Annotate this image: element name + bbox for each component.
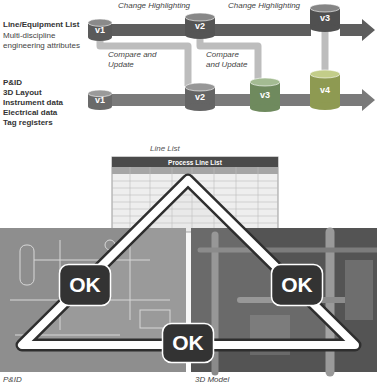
- version-label: v2: [195, 21, 205, 31]
- band-arrowhead: [340, 89, 375, 111]
- table-title: Process Line List: [112, 158, 278, 167]
- band-label: P&ID: [3, 78, 85, 88]
- version-label: v3: [260, 90, 270, 100]
- version-label: v1: [95, 95, 105, 105]
- cylinder-top: [185, 83, 215, 91]
- badge-body: [163, 324, 214, 363]
- cylinder-top: [185, 13, 215, 21]
- version-cylinder: v4: [310, 70, 340, 110]
- timeline-band: [214, 24, 311, 36]
- grid-line: [130, 167, 131, 232]
- band-label: Tag registers: [3, 118, 85, 128]
- cylinder-base: [310, 24, 340, 32]
- timeline-band: [214, 94, 251, 106]
- edge-label: Change Highlighting: [118, 1, 190, 11]
- table-header: [112, 157, 278, 167]
- image-caption: 3D Model: [195, 375, 229, 385]
- version-cylinder: v1: [88, 90, 112, 110]
- consistency-triangle: [22, 180, 355, 345]
- version-label: v4: [320, 85, 330, 95]
- band-arrowhead: [340, 19, 375, 41]
- version-cylinder: v3: [310, 4, 340, 32]
- status-label: OK: [281, 273, 313, 297]
- band-label: Instrument data: [3, 98, 85, 108]
- compare-pipe: [322, 30, 329, 73]
- compare-pipe: [100, 39, 188, 86]
- cylinder-base: [250, 104, 280, 112]
- status-label: OK: [172, 331, 204, 355]
- version-cylinder: v1: [88, 19, 112, 41]
- ok-badge: OK: [59, 264, 111, 306]
- compare-pipe: [200, 37, 258, 81]
- ok-badge: OK: [271, 264, 323, 306]
- cylinder-top: [310, 70, 340, 78]
- timeline-band: [111, 94, 186, 106]
- band-label: 3D Layout: [3, 88, 85, 98]
- equipment-3d: [345, 260, 373, 320]
- ok-badge: OK: [162, 323, 214, 363]
- band-label: Line/Equipment List: [3, 20, 87, 30]
- consistency-triangle: [22, 180, 355, 345]
- version-label: v1: [95, 25, 105, 35]
- version-cylinder: v2: [185, 13, 215, 39]
- version-cylinder: v2: [185, 83, 215, 111]
- version-label: v2: [195, 92, 205, 102]
- edge-label: Compare and Update: [206, 50, 252, 70]
- cylinder-body: [310, 74, 340, 106]
- cylinder-base: [185, 103, 215, 111]
- cylinder-top: [250, 78, 280, 86]
- grid-line: [258, 167, 259, 232]
- badge-body: [60, 265, 111, 306]
- status-label: OK: [69, 273, 101, 297]
- vessel-symbol: [20, 245, 34, 285]
- version-label: v3: [320, 13, 330, 23]
- cylinder-top: [310, 4, 340, 12]
- table-column-header: [112, 167, 278, 174]
- band-label: Electrical data: [3, 108, 85, 118]
- image-caption: Line List: [150, 144, 180, 154]
- timeline-band: [279, 94, 311, 106]
- edge-label: Compare and Update: [108, 50, 158, 70]
- image-caption: P&ID: [3, 375, 22, 385]
- band-label: Multi-discipline engineering attributes: [3, 31, 87, 51]
- cylinder-base: [185, 31, 215, 39]
- edge-label: Change Highlighting: [228, 1, 300, 11]
- cylinder-base: [310, 102, 340, 110]
- timeline-band: [111, 24, 186, 36]
- badge-body: [272, 265, 323, 306]
- version-cylinder: v3: [250, 78, 280, 112]
